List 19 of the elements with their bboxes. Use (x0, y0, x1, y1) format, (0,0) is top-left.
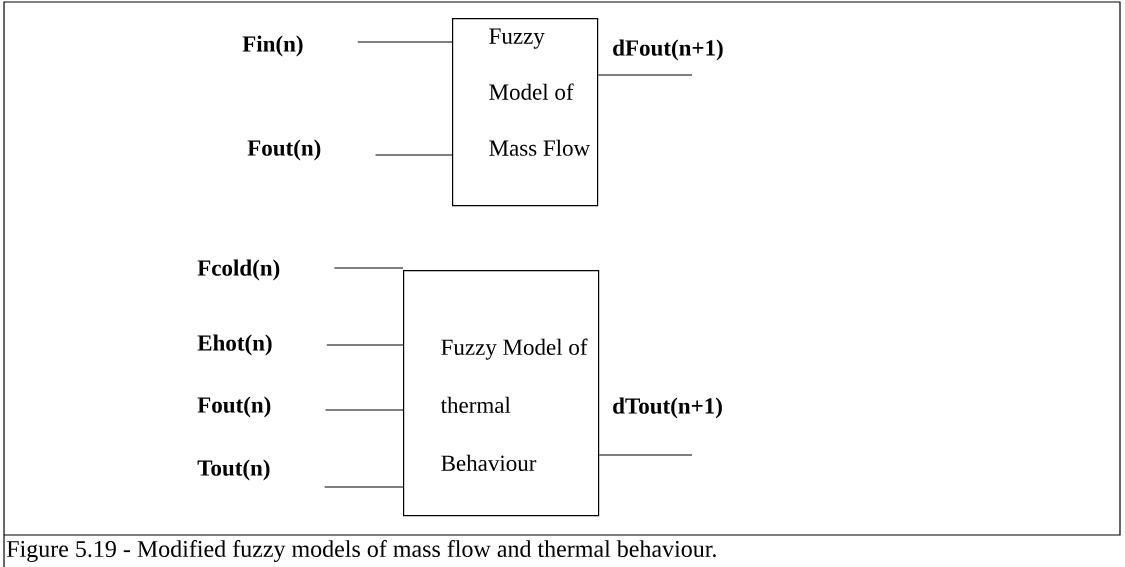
input-line (324, 409, 404, 411)
output-line (598, 454, 693, 456)
model-box: Fuzzy Model of Mass Flow (452, 18, 599, 207)
input-line (357, 41, 453, 43)
signal-label: Fout(n) (247, 139, 321, 161)
signal-label: Fout(n) (197, 396, 271, 418)
signal-label: Fin(n) (242, 35, 303, 57)
signal-label: Ehot(n) (197, 334, 272, 356)
signal-label: dFout(n+1) (613, 39, 723, 61)
signal-label: Fcold(n) (197, 259, 280, 281)
model-box: Fuzzy Model of thermal Behaviour (403, 270, 600, 517)
input-line (326, 344, 404, 346)
figure-caption: Figure 5.19 - Modified fuzzy models of mass flow and thermal behaviour. (6, 539, 716, 563)
input-line (374, 154, 453, 156)
input-line (324, 486, 404, 488)
signal-label: dTout(n+1) (613, 397, 722, 419)
signal-label: Tout(n) (197, 459, 270, 481)
input-line (333, 267, 404, 269)
output-line (597, 74, 693, 76)
